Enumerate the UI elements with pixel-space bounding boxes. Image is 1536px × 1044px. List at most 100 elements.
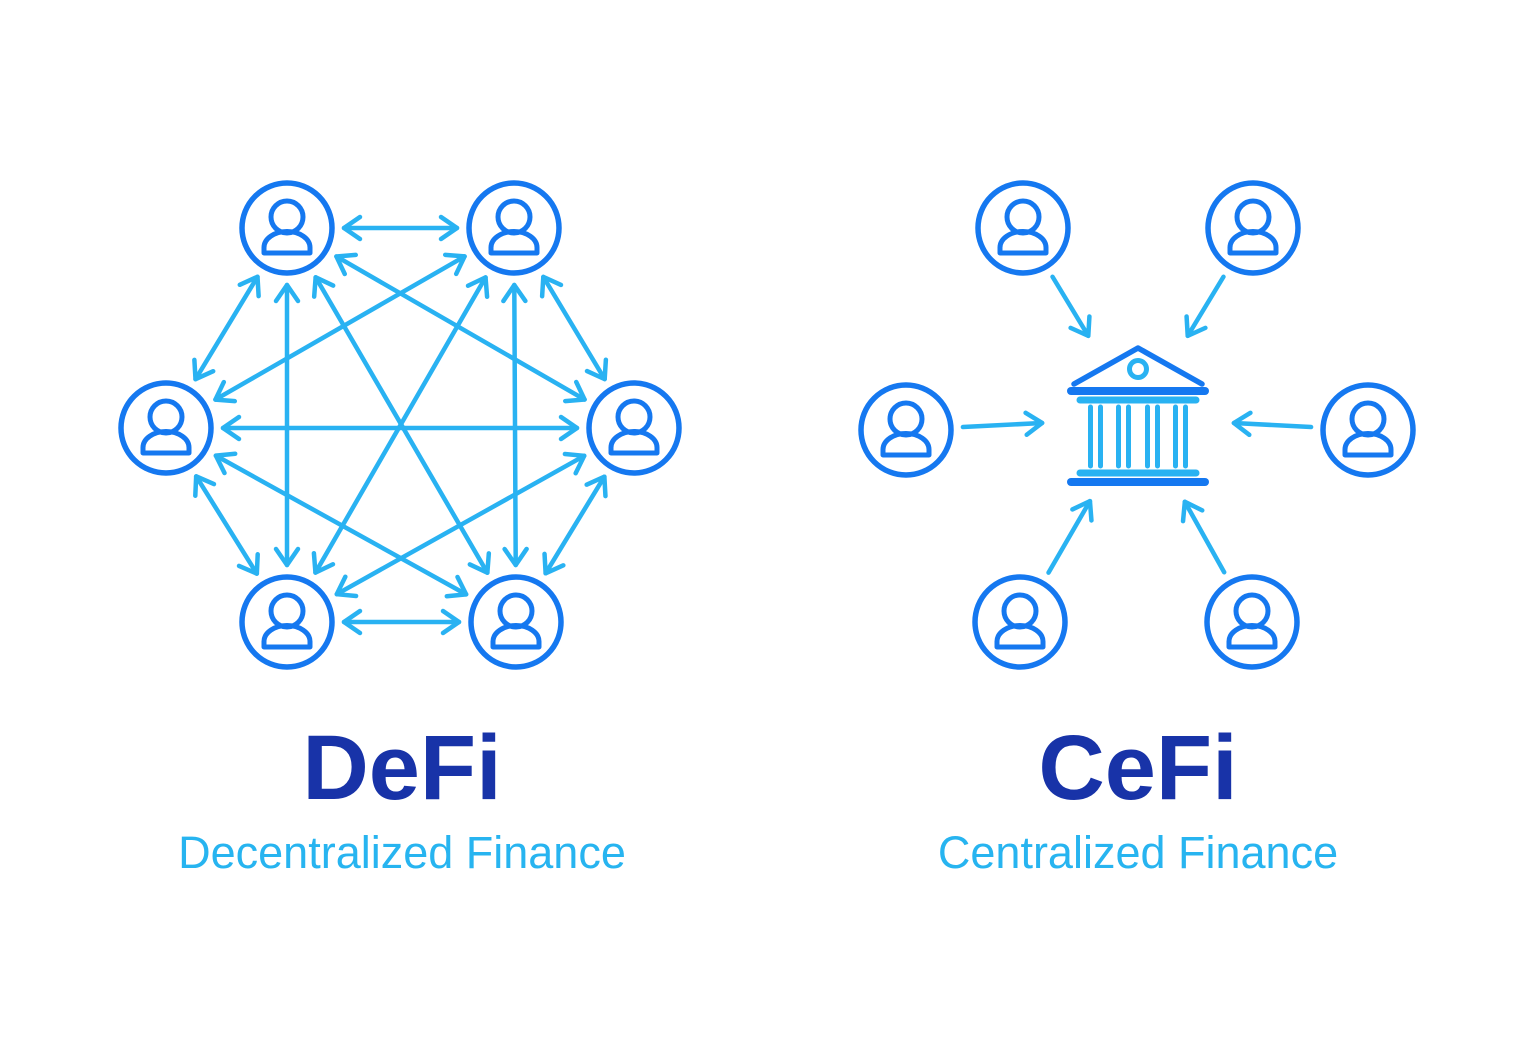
- person-circle: [1320, 382, 1416, 478]
- arrow-shaft: [193, 474, 260, 576]
- arrowhead-icon: [192, 357, 216, 382]
- arrow-shaft: [334, 453, 587, 597]
- arrowhead-icon: [213, 451, 238, 476]
- person-head: [497, 592, 535, 630]
- person-head: [1349, 400, 1387, 438]
- bidirectional-arrow: [539, 274, 609, 382]
- person-shoulders: [488, 229, 540, 256]
- person-circle: [1205, 180, 1301, 276]
- arrowhead-icon: [273, 546, 301, 568]
- person-icon: [239, 180, 335, 276]
- arrowhead-icon: [584, 474, 608, 499]
- arrowhead-icon: [438, 214, 460, 242]
- person-shoulders: [490, 623, 542, 650]
- person-shoulders: [1226, 623, 1278, 650]
- arrow-shaft: [334, 254, 587, 402]
- arrow-shaft: [1231, 420, 1314, 430]
- arrow-shaft: [512, 282, 518, 568]
- arrowhead-icon: [341, 214, 363, 242]
- arrowhead-icon: [237, 274, 261, 299]
- bidirectional-arrow: [193, 474, 260, 576]
- arrow-shaft: [960, 420, 1045, 430]
- defi-network-diagram: [118, 180, 682, 670]
- defi-title: DeFi: [302, 717, 502, 819]
- arrowhead-icon: [542, 551, 566, 576]
- inward-arrow: [1050, 274, 1092, 339]
- arrow-shaft: [1050, 274, 1091, 339]
- bidirectional-arrow: [501, 282, 529, 568]
- bidirectional-arrow: [220, 414, 580, 442]
- arrowhead-icon: [465, 275, 490, 299]
- arrowhead-icon: [444, 574, 469, 599]
- bidirectional-arrow: [341, 608, 462, 636]
- person-icon: [1320, 382, 1416, 478]
- person-shoulders: [880, 431, 932, 458]
- person-circle: [468, 574, 564, 670]
- arrowhead-icon: [562, 451, 587, 476]
- person-icon: [118, 380, 214, 476]
- person-shoulders: [261, 623, 313, 650]
- person-circle: [975, 180, 1071, 276]
- arrow-shaft: [193, 274, 260, 382]
- person-shoulders: [261, 229, 313, 256]
- arrow-shaft: [1185, 274, 1226, 339]
- arrowhead-icon: [558, 414, 580, 442]
- person-head: [147, 398, 185, 436]
- person-icon: [975, 180, 1071, 276]
- arrowhead-icon: [236, 551, 260, 576]
- bank-icon: [1067, 345, 1209, 486]
- arrowhead-icon: [213, 379, 238, 404]
- bidirectional-arrow: [273, 282, 301, 568]
- person-head: [495, 198, 533, 236]
- person-shoulders: [1342, 431, 1394, 458]
- person-icon: [972, 574, 1068, 670]
- person-shoulders: [1227, 229, 1279, 256]
- arrowhead-icon: [501, 282, 528, 304]
- person-head: [615, 398, 653, 436]
- cefi-label-block: CeFi Centralized Finance: [836, 722, 1440, 875]
- arrowhead-icon: [193, 474, 217, 499]
- person-icon: [1205, 180, 1301, 276]
- cefi-network-diagram: [858, 180, 1416, 670]
- bank-pediment-circle: [1127, 358, 1149, 380]
- person-circle: [858, 382, 954, 478]
- arrowhead-icon: [273, 282, 301, 304]
- person-head: [1004, 198, 1042, 236]
- inward-arrow: [1231, 410, 1314, 438]
- person-circle: [239, 574, 335, 670]
- person-shoulders: [608, 429, 660, 456]
- person-head: [1001, 592, 1039, 630]
- arrowhead-icon: [341, 608, 363, 636]
- arrowhead-icon: [220, 414, 242, 442]
- person-shoulders: [994, 623, 1046, 650]
- person-shoulders: [140, 429, 192, 456]
- arrowhead-icon: [1068, 314, 1092, 339]
- arrowhead-icon: [440, 608, 462, 636]
- inward-arrow: [1184, 274, 1226, 339]
- arrow-shaft: [213, 254, 467, 402]
- person-head: [887, 400, 925, 438]
- arrowhead-icon: [334, 252, 358, 277]
- person-circle: [972, 574, 1068, 670]
- person-circle: [586, 380, 682, 476]
- person-icon: [858, 382, 954, 478]
- bidirectional-arrow: [334, 451, 587, 599]
- arrowhead-icon: [584, 357, 609, 382]
- arrowhead-icon: [539, 274, 564, 299]
- arrowhead-icon: [311, 275, 336, 299]
- bidirectional-arrow: [341, 214, 460, 242]
- bidirectional-arrow: [192, 274, 261, 382]
- person-circle: [118, 380, 214, 476]
- bidirectional-arrow: [311, 275, 490, 575]
- arrow-shaft: [1046, 498, 1093, 575]
- bank-roof: [1071, 345, 1205, 387]
- arrow-shaft: [213, 453, 469, 597]
- defi-label-block: DeFi Decentralized Finance: [100, 722, 704, 875]
- arrowhead-icon: [467, 551, 492, 575]
- person-icon: [468, 574, 564, 670]
- arrowhead-icon: [563, 379, 587, 404]
- person-circle: [1204, 574, 1300, 670]
- person-head: [1233, 592, 1271, 630]
- arrowhead-icon: [334, 574, 359, 599]
